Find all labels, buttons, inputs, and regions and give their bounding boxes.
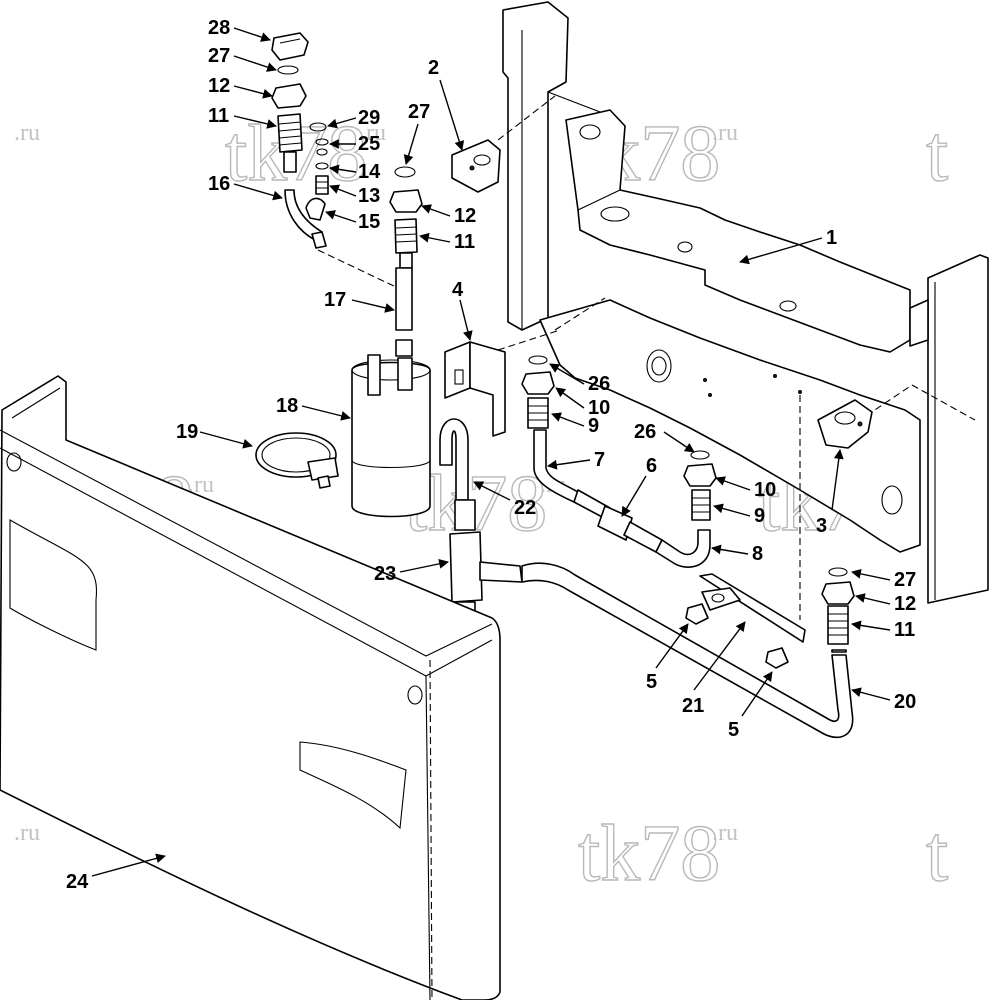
callout-7: 7 <box>594 449 605 471</box>
callout-16: 16 <box>208 173 230 195</box>
callout-5: 5 <box>728 719 739 741</box>
leader-lines <box>91 27 891 877</box>
bracket-part-21 <box>685 573 806 669</box>
callout-19: 19 <box>176 421 198 443</box>
hose-clamp <box>255 432 339 489</box>
callout-27: 27 <box>894 569 916 591</box>
watermark-edge-right: t <box>926 110 948 198</box>
callout-21: 21 <box>682 695 704 717</box>
callout-23: 23 <box>374 563 396 585</box>
cover-panel <box>0 375 501 1000</box>
callout-10: 10 <box>588 397 610 419</box>
callout-22: 22 <box>514 497 536 519</box>
callout-24: 24 <box>66 871 89 893</box>
tube-part-20 <box>521 562 854 739</box>
callout-11: 11 <box>454 231 475 253</box>
callout-14: 14 <box>358 161 381 183</box>
watermark-edge-left: 3 <box>0 810 2 898</box>
callout-2: 2 <box>428 57 439 79</box>
callout-5: 5 <box>646 671 657 693</box>
watermark-suffix: .ru <box>14 120 40 146</box>
line-assembly <box>533 429 711 568</box>
watermark-suffix: .ru <box>712 820 738 846</box>
callout-1: 1 <box>826 227 837 249</box>
callout-28: 28 <box>208 17 230 39</box>
callout-26: 26 <box>634 421 656 443</box>
fitting-stack-middle <box>389 166 423 269</box>
watermark-edge-right: t <box>926 810 948 898</box>
callout-12: 12 <box>894 593 916 615</box>
callout-20: 20 <box>894 691 916 713</box>
watermark-suffix: .ru <box>14 820 40 846</box>
callout-labels: 28 27 12 11 16 29 25 14 13 15 2 27 12 11… <box>66 17 916 893</box>
fitting-stack-lower-right <box>683 450 717 521</box>
callout-11: 11 <box>894 619 915 641</box>
callout-9: 9 <box>754 505 765 527</box>
bracket-part-2 <box>451 139 501 193</box>
callout-9: 9 <box>588 415 599 437</box>
callout-6: 6 <box>646 455 657 477</box>
callout-18: 18 <box>276 395 298 417</box>
callout-3: 3 <box>816 515 827 537</box>
fitting-stack-bottom-right <box>821 567 855 653</box>
watermark-suffix: .ru <box>360 120 386 146</box>
callout-27: 27 <box>408 101 430 123</box>
callout-13: 13 <box>358 185 380 207</box>
watermark: tk78 <box>578 810 720 898</box>
receiver-dryer <box>351 267 431 518</box>
frame-bracket <box>497 1 989 620</box>
callout-29: 29 <box>358 107 380 129</box>
callout-8: 8 <box>752 543 763 565</box>
watermark-edge-left: 3 <box>0 110 2 198</box>
small-fittings-group <box>284 122 399 289</box>
callout-25: 25 <box>358 133 380 155</box>
callout-17: 17 <box>324 289 346 311</box>
bracket-part-3 <box>817 399 873 449</box>
callout-12: 12 <box>454 205 476 227</box>
callout-27: 27 <box>208 45 230 67</box>
callout-11: 11 <box>208 105 229 127</box>
callout-10: 10 <box>754 479 776 501</box>
callout-4: 4 <box>452 279 464 301</box>
fitting-stack-top-left <box>271 32 309 173</box>
callout-26: 26 <box>588 373 610 395</box>
callout-12: 12 <box>208 75 230 97</box>
fitting-stack-upper-right <box>521 355 555 429</box>
bracket-part-4 <box>444 341 506 437</box>
watermark-suffix: .ru <box>712 120 738 146</box>
callout-15: 15 <box>358 211 380 233</box>
